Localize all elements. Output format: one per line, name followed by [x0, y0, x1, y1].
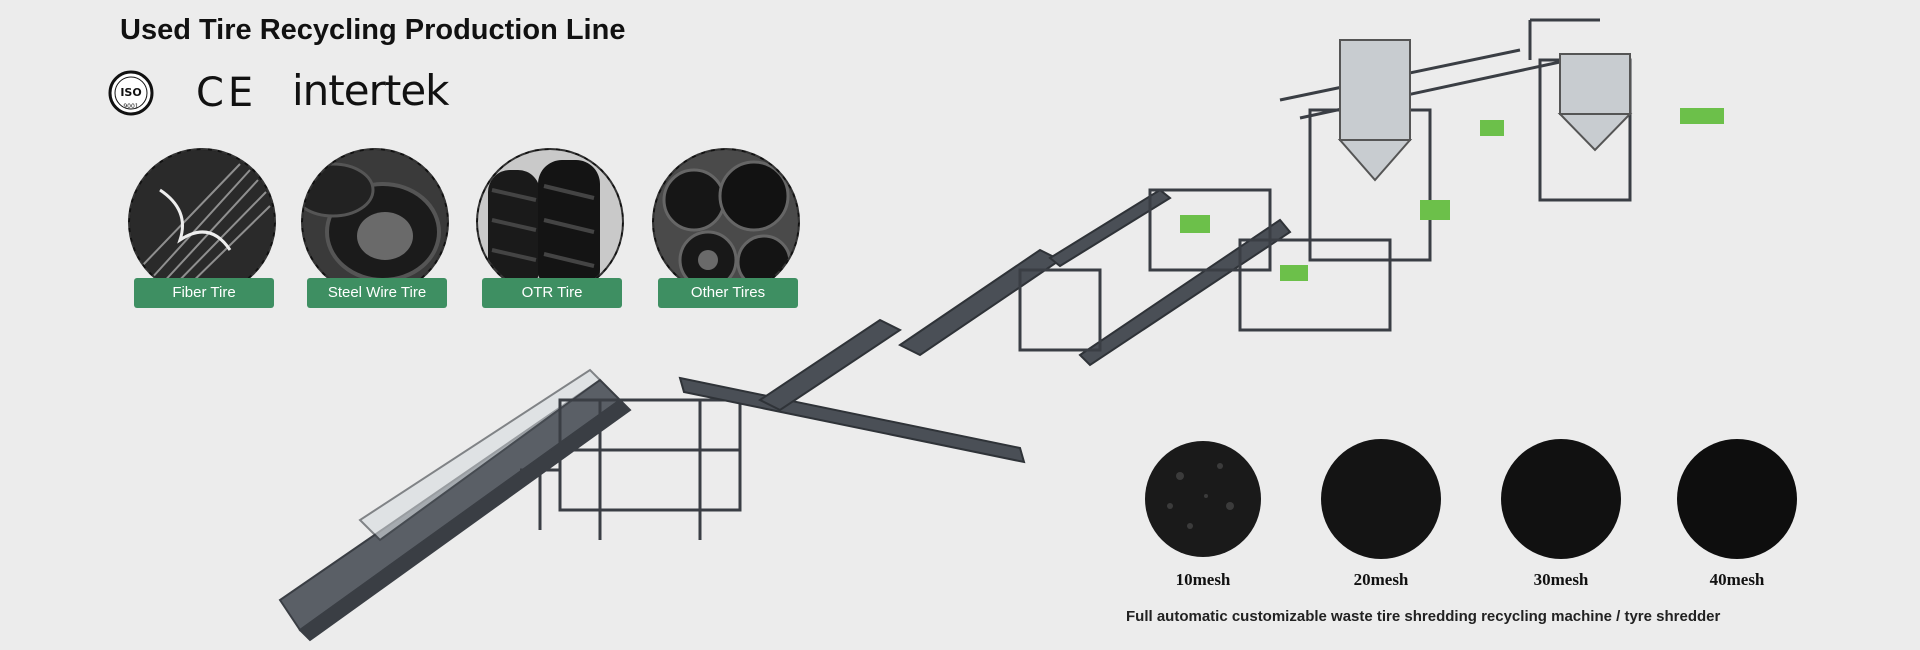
mesh-label-30: 30mesh	[1533, 570, 1589, 589]
tire-label-steel-wire: Steel Wire Tire	[307, 278, 447, 308]
steel-wire-tire-photo	[301, 148, 449, 296]
tire-type-other: Other Tires	[648, 148, 808, 318]
page-title: Used Tire Recycling Production Line	[120, 14, 626, 46]
machine-stations	[1018, 18, 1632, 352]
tire-type-otr: OTR Tire	[472, 148, 632, 318]
mesh-label-20: 20mesh	[1353, 570, 1409, 589]
tire-label-fiber: Fiber Tire	[134, 278, 274, 308]
tire-label-otr: OTR Tire	[482, 278, 622, 308]
infeed-conveyor	[278, 368, 632, 642]
silos	[1337, 39, 1633, 182]
mesh-sample-20: 20mesh	[1306, 436, 1456, 606]
iso-text: ISO	[120, 86, 141, 99]
mesh-label-10: 10mesh	[1175, 570, 1231, 589]
mesh-sample-10: 10mesh	[1128, 436, 1278, 606]
mesh-label-40: 40mesh	[1709, 570, 1765, 589]
rubber-granule-10mesh	[1145, 441, 1261, 557]
machine-caption: Full automatic customizable waste tire s…	[1126, 608, 1721, 625]
tire-label-other: Other Tires	[658, 278, 798, 308]
tire-type-steel-wire: Steel Wire Tire	[297, 148, 457, 318]
mesh-sample-30: 30mesh	[1486, 436, 1636, 606]
conveyor-belts	[678, 188, 1292, 464]
other-tires-photo	[652, 148, 800, 296]
shredder-frame	[520, 398, 742, 540]
fiber-tire-photo	[128, 148, 276, 296]
rubber-powder-30mesh	[1501, 439, 1621, 559]
rubber-powder-40mesh	[1677, 439, 1797, 559]
green-motors	[1180, 108, 1724, 281]
iso-sub-text: 9001	[123, 103, 138, 110]
mesh-sample-40: 40mesh	[1662, 436, 1812, 606]
intertek-logo: intertek	[292, 66, 449, 115]
otr-tire-photo	[476, 148, 624, 296]
tire-type-fiber: Fiber Tire	[124, 148, 284, 318]
iso-9001-logo: ISO 9001	[108, 70, 154, 116]
ce-mark: CE	[196, 70, 258, 116]
rubber-powder-20mesh	[1321, 439, 1441, 559]
